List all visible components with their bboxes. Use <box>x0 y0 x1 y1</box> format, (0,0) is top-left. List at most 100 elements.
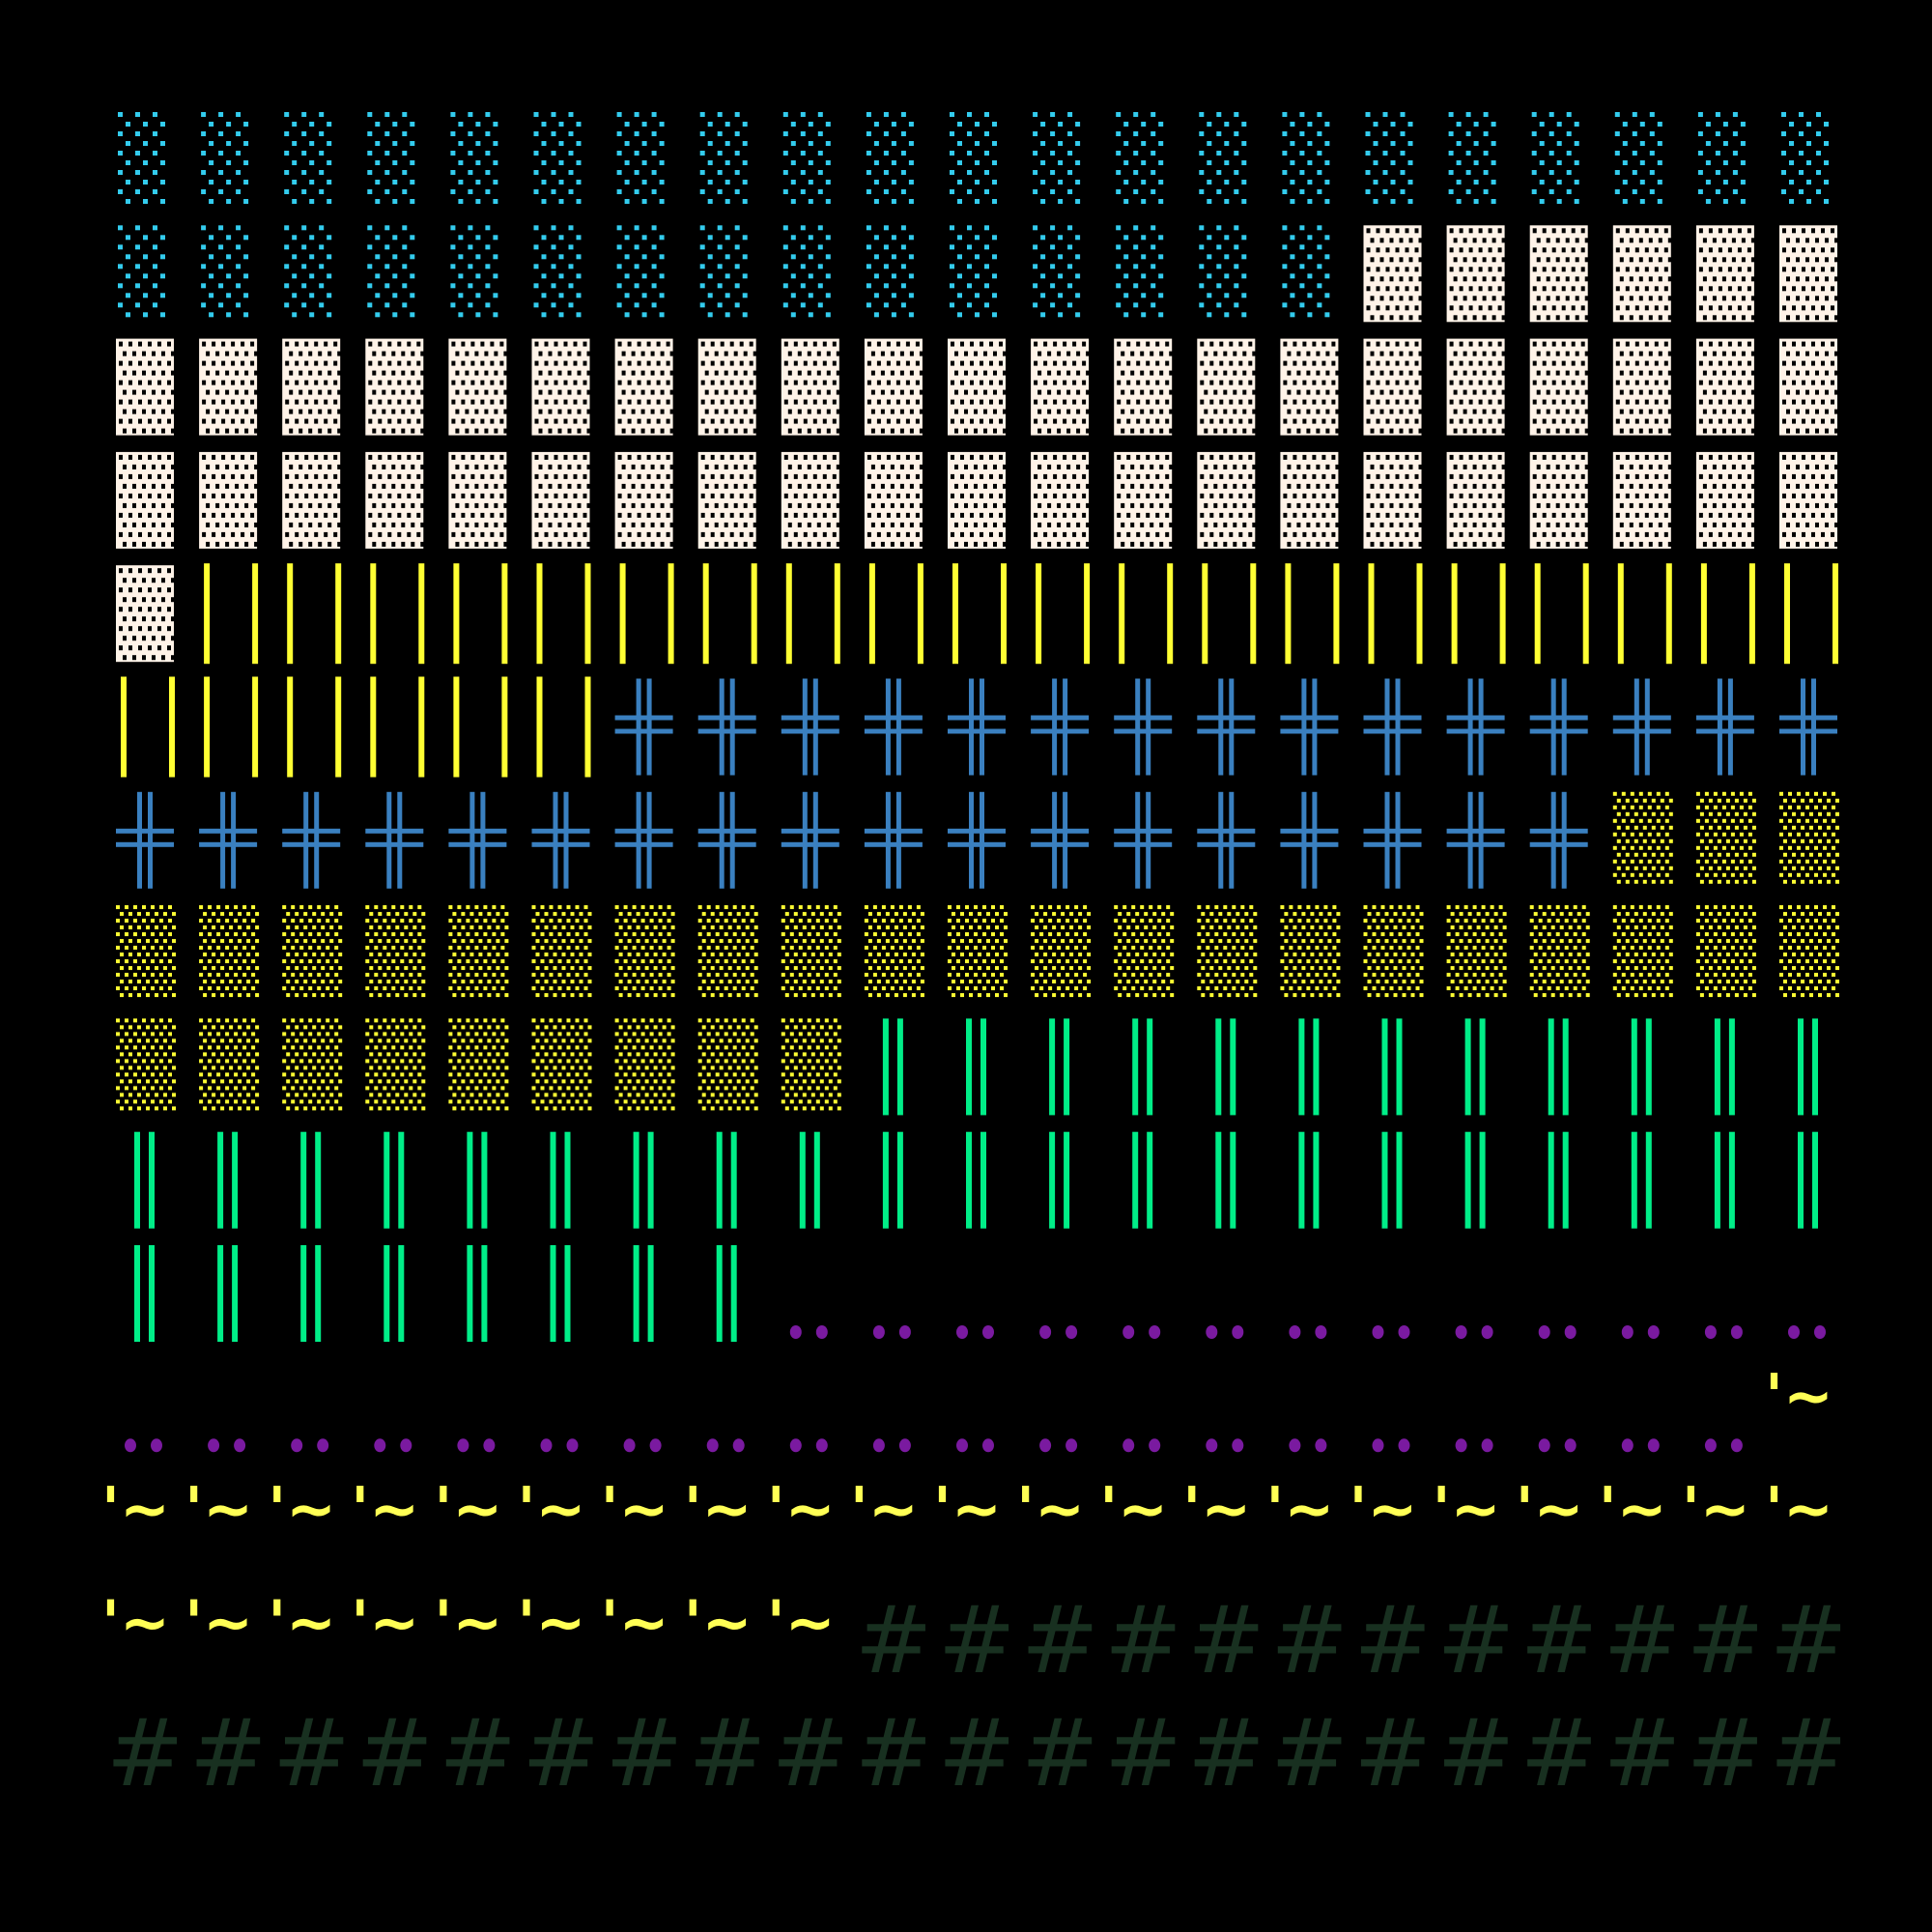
waffle-cell-white-block <box>1695 338 1755 436</box>
waffle-cell-green-bars <box>1464 1131 1486 1229</box>
waffle-cell-blue-cross <box>864 678 923 776</box>
waffle-cell-white-block <box>448 338 508 436</box>
waffle-cell-white-block <box>199 451 259 549</box>
waffle-cell-white-block <box>1280 338 1340 436</box>
waffle-cell-yellow-dots <box>1695 905 1756 998</box>
waffle-cell-dark-green-hash: # <box>1437 1586 1515 1694</box>
waffle-cell-purple-dots <box>374 1438 412 1453</box>
waffle-cell-yellow-bars <box>536 676 591 778</box>
waffle-cell-cyan-dots <box>616 225 665 318</box>
waffle-cell-purple-dots <box>1621 1325 1660 1339</box>
waffle-cell-yellow-dots <box>781 1018 841 1111</box>
waffle-cell-purple-dots <box>1206 1438 1244 1453</box>
waffle-cell-blue-cross <box>1280 678 1339 776</box>
waffle-cell-yellow-bars <box>1285 563 1340 665</box>
waffle-cell-yellow-bars <box>1368 563 1423 665</box>
waffle-cell-white-block <box>1446 451 1506 549</box>
waffle-cell-cyan-dots <box>950 225 997 318</box>
waffle-cell-green-bars <box>217 1131 239 1229</box>
waffle-cell-yellow-tilde: '~ <box>767 1587 836 1658</box>
waffle-cell-yellow-dots <box>1114 905 1175 998</box>
waffle-cell-dark-green-hash: # <box>1354 1699 1432 1807</box>
waffle-cell-purple-dots <box>1289 1325 1327 1339</box>
waffle-cell-dark-green-hash: # <box>272 1699 350 1807</box>
waffle-cell-cyan-dots <box>1365 112 1413 204</box>
waffle-cell-yellow-dots <box>448 905 509 998</box>
waffle-cell-yellow-tilde: '~ <box>518 1474 586 1545</box>
waffle-cell-white-block <box>365 451 425 549</box>
waffle-cell-dark-green-hash: # <box>1604 1586 1681 1694</box>
waffle-cell-white-block <box>1695 225 1755 323</box>
waffle-cell-green-bars <box>1631 1131 1652 1229</box>
waffle-cell-white-block <box>282 338 342 436</box>
waffle-cell-blue-cross <box>1446 791 1505 889</box>
waffle-cell-blue-cross <box>1114 678 1173 776</box>
waffle-cell-blue-cross <box>199 791 258 889</box>
waffle-cell-white-block <box>1363 225 1423 323</box>
waffle-cell-white-block <box>697 451 757 549</box>
waffle-cell-purple-dots <box>956 1438 994 1453</box>
waffle-cell-blue-cross <box>1779 678 1837 776</box>
waffle-cell-cyan-dots <box>1282 112 1330 204</box>
waffle-cell-white-block <box>948 451 1007 549</box>
waffle-cell-green-bars <box>966 1018 986 1116</box>
waffle-cell-yellow-dots <box>282 905 343 998</box>
waffle-cell-yellow-dots <box>781 905 841 998</box>
waffle-cell-purple-dots <box>623 1438 662 1453</box>
waffle-cell-purple-dots <box>291 1438 329 1453</box>
waffle-cell-white-block <box>1197 338 1257 436</box>
waffle-cell-yellow-tilde: '~ <box>1682 1474 1750 1545</box>
waffle-cell-white-block <box>1363 451 1423 549</box>
waffle-cell-yellow-tilde: '~ <box>684 1587 753 1658</box>
waffle-cell-cyan-dots <box>1781 112 1829 204</box>
waffle-cell-green-bars <box>1798 1131 1818 1229</box>
waffle-cell-white-block <box>1031 338 1091 436</box>
waffle-cell-white-block <box>1446 225 1506 323</box>
waffle-cell-yellow-dots <box>1446 905 1507 998</box>
waffle-cell-green-bars <box>1049 1131 1070 1229</box>
waffle-cell-green-bars <box>1714 1018 1735 1116</box>
waffle-cell-blue-cross <box>781 791 839 889</box>
waffle-cell-dark-green-hash: # <box>1520 1586 1598 1694</box>
waffle-cell-dark-green-hash: # <box>855 1586 932 1694</box>
waffle-cell-white-block <box>781 451 840 549</box>
waffle-cell-yellow-dots <box>1197 905 1258 998</box>
waffle-cell-white-block <box>116 451 175 549</box>
waffle-cell-white-block <box>1197 451 1257 549</box>
waffle-cell-white-block <box>1529 451 1589 549</box>
waffle-cell-green-bars <box>134 1131 155 1229</box>
waffle-cell-white-block <box>864 338 923 436</box>
waffle-cell-cyan-dots <box>1033 112 1081 204</box>
waffle-cell-yellow-bars <box>536 563 591 665</box>
waffle-cell-yellow-bars <box>287 563 342 665</box>
waffle-cell-yellow-dots <box>697 905 758 998</box>
waffle-cell-green-bars <box>1548 1131 1569 1229</box>
waffle-cell-yellow-bars <box>453 563 508 665</box>
waffle-cell-dark-green-hash: # <box>855 1699 932 1807</box>
waffle-cell-purple-dots <box>1372 1438 1410 1453</box>
waffle-cell-white-block <box>781 338 840 436</box>
waffle-cell-blue-cross <box>1031 791 1090 889</box>
waffle-cell-dark-green-hash: # <box>1437 1699 1515 1807</box>
waffle-cell-yellow-bars <box>1700 563 1755 665</box>
waffle-cell-white-block <box>1446 338 1506 436</box>
waffle-cell-yellow-tilde: '~ <box>1765 1474 1833 1545</box>
waffle-cell-green-bars <box>217 1245 239 1342</box>
waffle-cell-purple-dots <box>1039 1325 1078 1339</box>
waffle-cell-dark-green-hash: # <box>1687 1586 1764 1694</box>
waffle-cell-yellow-bars <box>453 676 508 778</box>
waffle-cell-purple-dots <box>956 1325 994 1339</box>
waffle-cell-green-bars <box>1798 1018 1818 1116</box>
waffle-cell-purple-dots <box>1621 1438 1660 1453</box>
waffle-cell-green-bars <box>882 1018 903 1116</box>
waffle-cell-yellow-dots <box>531 905 592 998</box>
waffle-cell-yellow-tilde: '~ <box>434 1587 502 1658</box>
waffle-cell-yellow-dots <box>948 905 1008 998</box>
waffle-cell-yellow-tilde: '~ <box>351 1587 419 1658</box>
waffle-cell-green-bars <box>633 1131 654 1229</box>
waffle-cell-green-bars <box>1381 1131 1403 1229</box>
waffle-cell-dark-green-hash: # <box>189 1699 267 1807</box>
waffle-cell-yellow-dots <box>1779 905 1839 998</box>
waffle-cell-yellow-bars <box>1784 563 1838 665</box>
